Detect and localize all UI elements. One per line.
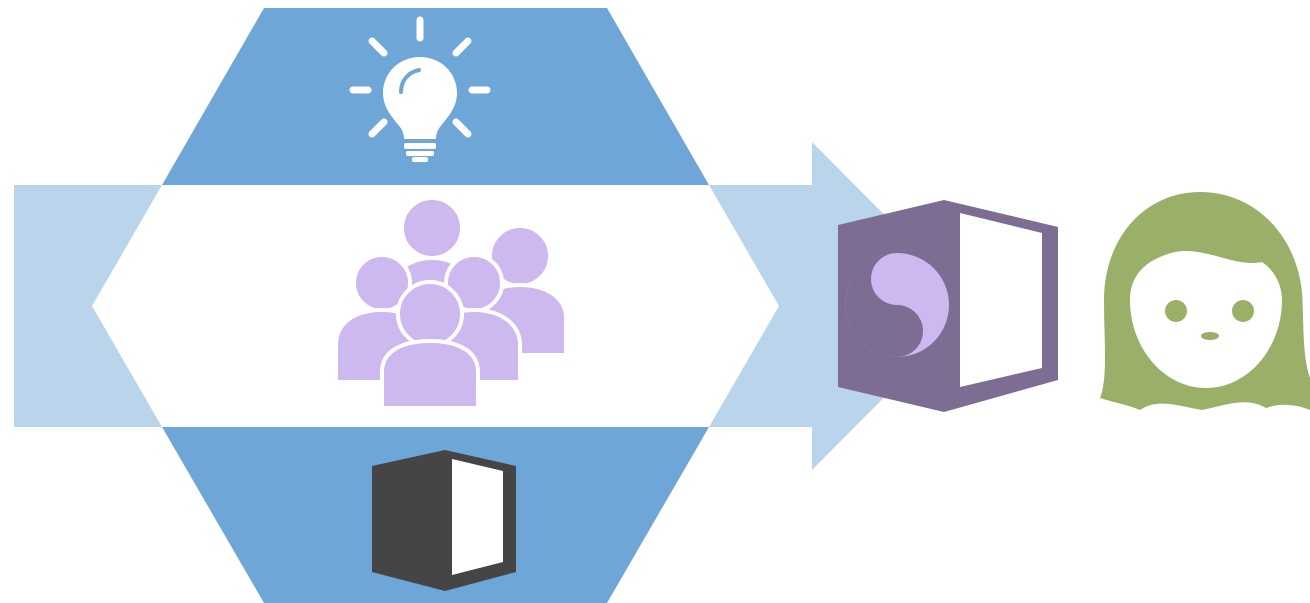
girl-face-icon — [1100, 192, 1310, 410]
lightbulb-icon — [349, 16, 491, 162]
yin-yang-box-icon — [838, 200, 1058, 412]
people-group-icon — [334, 196, 568, 410]
yin-yang-icon — [845, 253, 949, 357]
door-box-icon — [372, 450, 516, 591]
